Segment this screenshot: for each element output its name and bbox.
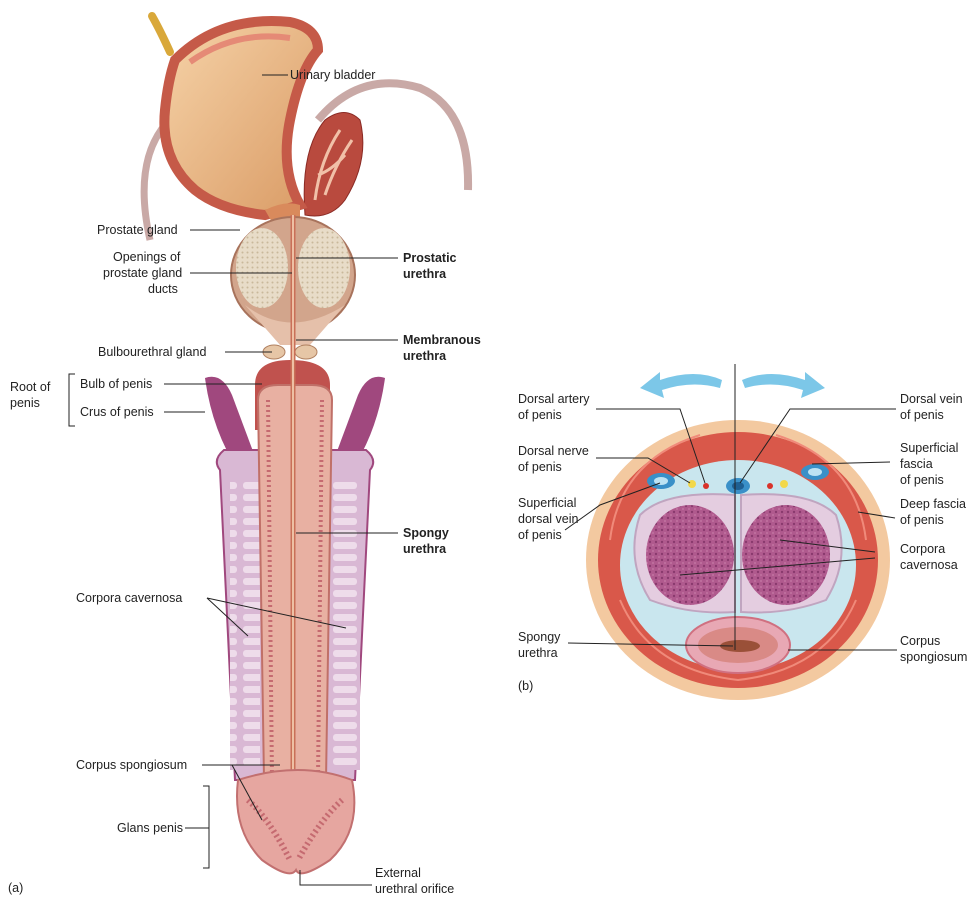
label-crus-of-penis: Crus of penis: [80, 405, 154, 419]
label-superficial-dorsal-vein-1: Superficial: [518, 496, 576, 510]
label-dorsal-artery-2: of penis: [518, 408, 562, 422]
label-superficial-dorsal-vein-2: dorsal vein: [518, 512, 578, 526]
label-membranous-urethra-2: urethra: [403, 349, 447, 363]
label-root-of-penis-2: penis: [10, 396, 40, 410]
panel-a-illustration: [144, 16, 468, 873]
label-spongy-urethra-b-2: urethra: [518, 646, 558, 660]
label-deep-fascia-1: Deep fascia: [900, 497, 966, 511]
label-openings-2: prostate gland: [103, 266, 182, 280]
label-superficial-fascia-2: fascia: [900, 457, 933, 471]
label-dorsal-vein-1: Dorsal vein: [900, 392, 963, 406]
label-dorsal-artery-1: Dorsal artery: [518, 392, 590, 406]
label-prostatic-urethra-2: urethra: [403, 267, 447, 281]
label-spongy-urethra-1: Spongy: [403, 526, 449, 540]
label-urinary-bladder: Urinary bladder: [290, 68, 375, 82]
label-dorsal-vein-2: of penis: [900, 408, 944, 422]
label-dorsal-nerve-2: of penis: [518, 460, 562, 474]
label-membranous-urethra-1: Membranous: [403, 333, 481, 347]
label-root-of-penis-1: Root of: [10, 380, 51, 394]
label-openings-3: ducts: [148, 282, 178, 296]
label-corpus-spongiosum-b-2: spongiosum: [900, 650, 967, 664]
label-superficial-dorsal-vein-3: of penis: [518, 528, 562, 542]
label-deep-fascia-2: of penis: [900, 513, 944, 527]
label-external-orifice-1: External: [375, 866, 421, 880]
label-spongy-urethra-2: urethra: [403, 542, 447, 556]
label-prostatic-urethra-1: Prostatic: [403, 251, 457, 265]
label-prostate-gland: Prostate gland: [97, 223, 178, 237]
label-openings-1: Openings of: [113, 250, 181, 264]
panel-a-tag: (a): [8, 881, 23, 895]
label-corpus-spongiosum: Corpus spongiosum: [76, 758, 187, 772]
label-corpora-cavernosa: Corpora cavernosa: [76, 591, 182, 605]
label-external-orifice-2: urethral orifice: [375, 882, 454, 896]
label-corpus-spongiosum-b-1: Corpus: [900, 634, 940, 648]
label-bulbourethral-gland: Bulbourethral gland: [98, 345, 206, 359]
label-spongy-urethra-b-1: Spongy: [518, 630, 561, 644]
label-superficial-fascia-3: of penis: [900, 473, 944, 487]
label-corpora-cavernosa-b-1: Corpora: [900, 542, 945, 556]
label-corpora-cavernosa-b-2: cavernosa: [900, 558, 958, 572]
label-dorsal-nerve-1: Dorsal nerve: [518, 444, 589, 458]
label-superficial-fascia-1: Superficial: [900, 441, 958, 455]
label-bulb-of-penis: Bulb of penis: [80, 377, 152, 391]
panel-b-tag: (b): [518, 679, 533, 693]
label-glans-penis: Glans penis: [117, 821, 183, 835]
